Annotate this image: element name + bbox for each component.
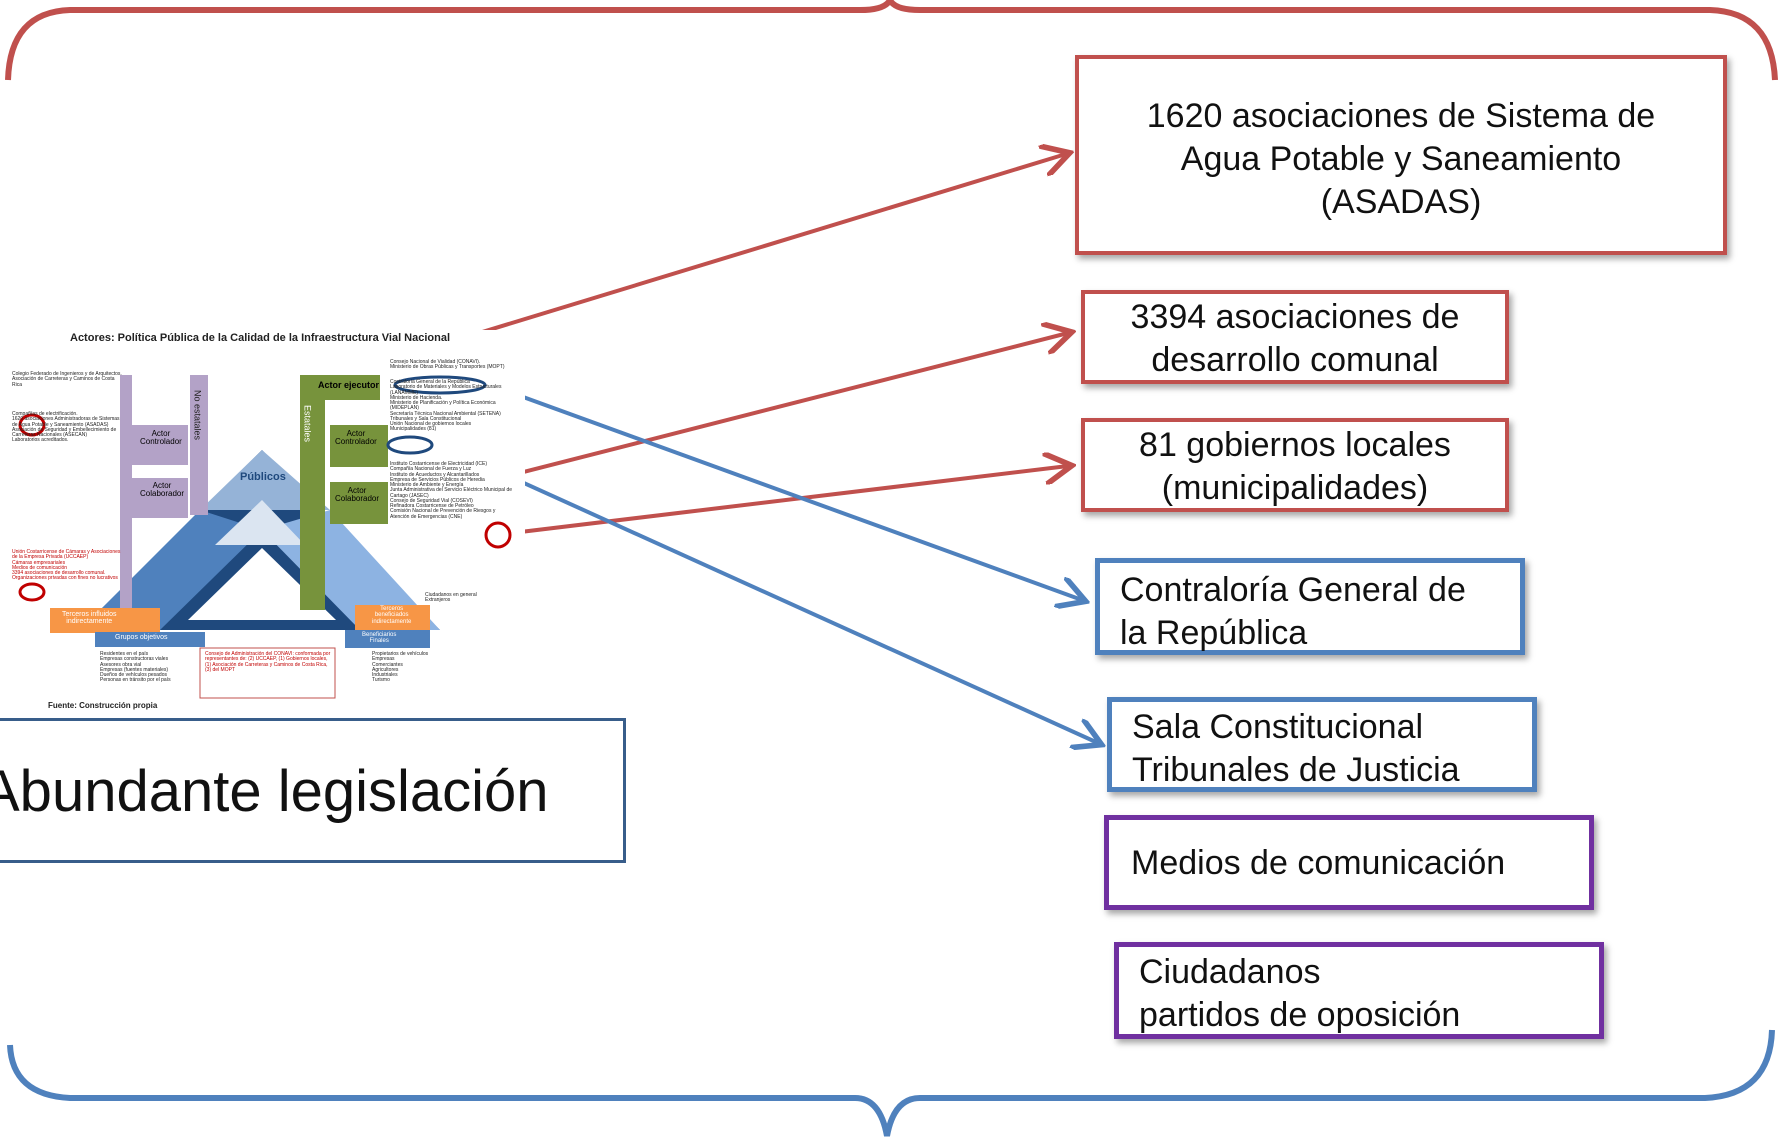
legislacion-box: Abundante legislación xyxy=(0,718,626,863)
asadas-box: 1620 asociaciones de Sistema de Agua Pot… xyxy=(1075,55,1727,255)
highlight-circle-81 xyxy=(484,521,512,549)
thumb-actor-colaborador-right: Actor Colaborador xyxy=(335,486,380,504)
medios-text: Medios de comunicación xyxy=(1131,844,1506,882)
contraloria-box: Contraloría General de la República xyxy=(1095,558,1525,655)
thumb-terceros-influidos: Terceros influidos indirectamente xyxy=(62,611,117,626)
thumb-terceros-beneficiados: Terceros beneficiados indirectamente xyxy=(372,606,412,625)
thumb-right-list-2: Contraloría General de la República Labo… xyxy=(390,379,502,433)
thumb-actor-controlador-left: Actor Controlador xyxy=(140,429,182,447)
sala-text: Sala Constitucional Tribunales de Justic… xyxy=(1132,708,1460,789)
gobiernos-text: 81 gobiernos locales (municipalidades) xyxy=(1139,426,1451,507)
thumb-left-list-2: Compañías de electrificación. 1620 asoci… xyxy=(12,411,120,444)
highlight-circle-tribunales xyxy=(386,435,434,455)
thumb-left-list-3: Unión Costarricense de Cámaras y Asociac… xyxy=(12,549,121,582)
gobiernos-box: 81 gobiernos locales (municipalidades) xyxy=(1081,418,1509,512)
thumb-actor-ejecutor: Actor ejecutor xyxy=(318,380,380,390)
thumb-consejo-box: Consejo de Administración del CONAVI: co… xyxy=(205,651,331,673)
thumb-actor-controlador-right: Actor Controlador xyxy=(335,429,377,447)
thumb-ciudadanos-list: Ciudadanos en general Extranjeros xyxy=(425,592,477,604)
thumb-grupos-list: Residentes en el país Empresas construct… xyxy=(100,651,171,684)
thumb-privados: Privados xyxy=(240,609,283,620)
thumb-right-list-1: Consejo Nacional de Vialidad (CONAVI). M… xyxy=(390,359,505,371)
thumb-right-list-3: Instituto Costarricense de Electricidad … xyxy=(390,461,512,520)
thumb-grupos-objetivos: Grupos objetivos xyxy=(115,634,168,641)
comunal-box: 3394 asociaciones de desarrollo comunal xyxy=(1081,290,1509,384)
arrow-sala xyxy=(439,443,1098,743)
thumb-fuente: Fuente: Construcción propia xyxy=(48,701,158,710)
ciudadanos-text: Ciudadanos partidos de oposición xyxy=(1139,953,1461,1034)
asadas-text: 1620 asociaciones de Sistema de Agua Pot… xyxy=(1146,97,1656,221)
sala-box: Sala Constitucional Tribunales de Justic… xyxy=(1107,697,1537,792)
thumb-publicos: Públicos xyxy=(240,471,286,483)
highlight-circle-1620 xyxy=(18,413,46,437)
medios-box: Medios de comunicación xyxy=(1104,815,1594,910)
highlight-circle-contraloria xyxy=(393,375,487,395)
legislacion-text: Abundante legislación xyxy=(0,759,549,824)
thumb-actores-publicos: Actores públicos xyxy=(220,439,279,448)
thumb-left-list-1: Colegio Federado de Ingenieros y de Arqu… xyxy=(12,371,122,388)
thumb-beneficiarios: Beneficiarios Finales xyxy=(362,632,397,645)
thumb-estatales: Estatales xyxy=(302,405,313,443)
thumb-no-estatales: No estatales xyxy=(192,390,203,441)
arrow-contraloria xyxy=(489,383,1082,600)
contraloria-text: Contraloría General de la República xyxy=(1120,571,1466,652)
highlight-circle-3394 xyxy=(18,582,46,602)
top-brace xyxy=(5,0,1778,81)
thumb-title: Actores: Política Pública de la Calidad … xyxy=(70,332,451,344)
comunal-text: 3394 asociaciones de desarrollo comunal xyxy=(1130,298,1460,379)
arrow-gobiernos xyxy=(511,466,1068,535)
ciudadanos-box: Ciudadanos partidos de oposición xyxy=(1114,942,1604,1039)
thumb-actor-colaborador-left: Actor Colaborador xyxy=(140,481,185,499)
actors-diagram-thumbnail: Actores: Política Pública de la Calidad … xyxy=(0,330,525,715)
bottom-brace xyxy=(7,1029,1775,1137)
thumb-beneficiarios-list: Propietarios de vehículos Empresas Comer… xyxy=(372,651,429,684)
